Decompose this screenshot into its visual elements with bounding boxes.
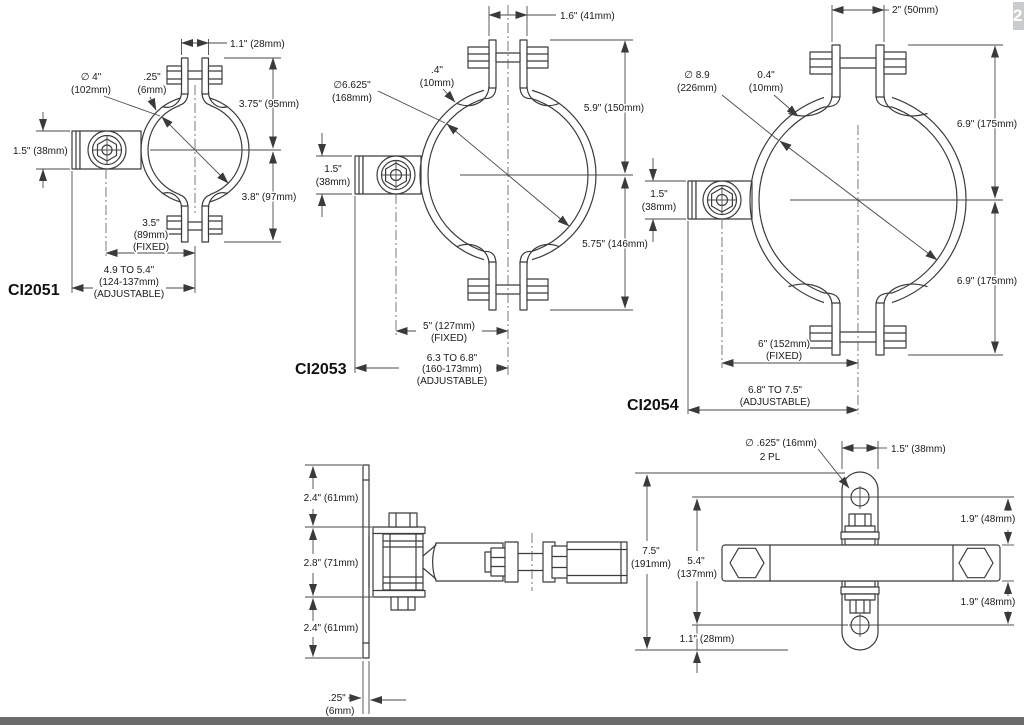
ci2051-dim-adj-3: (ADJUSTABLE) <box>94 289 164 300</box>
ci2054-dim-diameter-2: (226mm) <box>677 83 717 94</box>
corner-badge[interactable]: 2 <box>1013 2 1024 30</box>
front-view: ∅ .625" (16mm) 2 PL 1.5" (38mm) 7.5" (19… <box>629 437 1017 673</box>
ci2051-dim-fixed-2: (89mm) <box>134 230 168 241</box>
front-left-bolt <box>729 547 765 579</box>
front-cross-bar <box>721 544 1001 582</box>
ci2054-view: 2" (50mm) ∅ 8.9 (226mm) 0.4" (10mm) 6.9"… <box>626 4 1019 416</box>
ci2053-dim-thickness-1: .4" <box>431 65 443 76</box>
ci2051-dim-top-width: 1.1" (28mm) <box>230 39 285 50</box>
ci2051-part-label: CI2051 <box>8 282 60 299</box>
ci2054-part-label: CI2054 <box>627 397 679 414</box>
ci2051-dim-fixed-3: (FIXED) <box>133 242 169 253</box>
ci2053-dim-lower-height: 5.75" (146mm) <box>582 239 648 250</box>
ci2054-dim-hub-2: (38mm) <box>642 202 676 213</box>
side-dim-bottom-offset: 2.4" (61mm) <box>304 623 359 634</box>
ci2053-dim-hub-1: 1.5" <box>324 164 342 175</box>
ci2053-dim-hub-2: (38mm) <box>316 177 350 188</box>
ci2054-dim-hub-1: 1.5" <box>650 189 668 200</box>
ci2051-hub-boss <box>87 130 127 170</box>
side-wall-plate <box>362 464 370 659</box>
ci2051-dim-lower-height: 3.8" (97mm) <box>242 192 297 203</box>
ci2051-dimensions: 1.1" (28mm) ∅ 4" (102mm) .25" (6mm) 3.75… <box>12 38 301 302</box>
ci2051-dim-upper-height: 3.75" (95mm) <box>239 99 299 110</box>
ci2053-dim-diameter-1: ∅6.625" <box>333 80 371 91</box>
side-view: 2.4" (61mm) 2.8" (71mm) 2.4" (61mm) .25"… <box>302 464 628 717</box>
ci2053-part-label: CI2053 <box>295 361 347 378</box>
front-dim-spacing-1: 5.4" <box>687 556 705 567</box>
side-hinge-bracket <box>368 512 426 611</box>
ci2051-view: 1.1" (28mm) ∅ 4" (102mm) .25" (6mm) 3.75… <box>7 38 301 302</box>
ci2054-dim-fixed-2: (FIXED) <box>766 351 802 362</box>
ci2054-dim-lower-height: 6.9" (175mm) <box>957 276 1017 287</box>
ci2051-dim-adj-2: (124-137mm) <box>99 277 159 288</box>
front-right-bolt <box>958 547 994 579</box>
ci2051-dim-thickness-1: .25" <box>143 72 161 83</box>
bottom-bar <box>0 717 1024 725</box>
ci2051-dim-hub-height: 1.5" (38mm) <box>13 146 68 157</box>
ci2053-dim-upper-height: 5.9" (150mm) <box>584 103 644 114</box>
ci2051-top-bolt <box>166 65 223 85</box>
ci2053-dim-diameter-2: (168mm) <box>332 93 372 104</box>
front-dim-strap-width: 1.5" (38mm) <box>891 444 946 455</box>
front-bolt-stack <box>840 513 880 614</box>
front-dim-hole-2: 2 PL <box>760 452 781 463</box>
ci2051-bottom-bolt <box>166 215 223 235</box>
ci2054-top-bolt <box>809 51 907 75</box>
front-dim-hole-1: ∅ .625" (16mm) <box>745 438 817 449</box>
ci2053-dim-fixed-2: (FIXED) <box>431 333 467 344</box>
ci2054-dimensions: 2" (50mm) ∅ 8.9 (226mm) 0.4" (10mm) 6.9"… <box>640 4 1019 414</box>
ci2053-dim-adj-2: (160-173mm) <box>422 364 482 375</box>
side-arm-assembly <box>422 533 628 591</box>
side-dim-top-offset: 2.4" (61mm) <box>304 493 359 504</box>
ci2054-dim-adj-1: 6.8" TO 7.5" <box>748 385 802 396</box>
ci2051-dim-diameter-1: ∅ 4" <box>81 72 102 83</box>
ci2051-dim-adj-1: 4.9 TO 5.4" <box>104 265 155 276</box>
front-dimensions: ∅ .625" (16mm) 2 PL 1.5" (38mm) 7.5" (19… <box>629 437 1017 673</box>
ci2053-dim-thickness-2: (10mm) <box>420 78 454 89</box>
side-dim-thickness-2: (6mm) <box>326 706 355 717</box>
ci2053-hub-boss <box>376 155 416 195</box>
ci2053-dimensions: 1.6" (41mm) ∅6.625" (168mm) .4" (10mm) 5… <box>314 6 649 389</box>
ci2051-dim-diameter-2: (102mm) <box>71 85 111 96</box>
front-dim-height-2: (191mm) <box>631 559 671 570</box>
ci2053-top-bolt <box>467 46 549 69</box>
ci2053-dim-adj-1: 6.3 TO 6.8" <box>427 353 478 364</box>
side-dim-thickness-1: .25" <box>328 693 346 704</box>
front-dim-upper-offset: 1.9" (48mm) <box>961 514 1016 525</box>
front-dim-spacing-2: (137mm) <box>677 569 717 580</box>
ci2053-view: 1.6" (41mm) ∅6.625" (168mm) .4" (10mm) 5… <box>294 5 649 389</box>
ci2054-dim-thickness-2: (10mm) <box>749 83 783 94</box>
ci2053-dim-adj-3: (ADJUSTABLE) <box>417 376 487 387</box>
ci2054-dim-upper-height: 6.9" (175mm) <box>957 119 1017 130</box>
ci2054-dim-fixed-1: 6" (152mm) <box>758 339 810 350</box>
side-dim-hinge-height: 2.8" (71mm) <box>304 558 359 569</box>
side-dimensions: 2.4" (61mm) 2.8" (71mm) 2.4" (61mm) .25"… <box>302 464 406 717</box>
front-dim-lower-offset: 1.9" (48mm) <box>961 597 1016 608</box>
ci2054-dim-adj-2: (ADJUSTABLE) <box>740 397 810 408</box>
ci2054-dim-top-width: 2" (50mm) <box>892 5 938 16</box>
corner-badge-glyph: 2 <box>1013 6 1023 25</box>
ci2051-dim-thickness-2: (6mm) <box>138 85 167 96</box>
ci2053-dim-fixed-1: 5" (127mm) <box>423 321 475 332</box>
ci2054-hub-boss <box>702 180 742 220</box>
ci2053-dim-top-width: 1.6" (41mm) <box>560 11 615 22</box>
ci2051-dim-fixed-1: 3.5" <box>142 218 160 229</box>
ci2054-dim-thickness-1: 0.4" <box>757 70 775 81</box>
front-dim-bottom-margin: 1.1" (28mm) <box>680 634 735 645</box>
ci2054-dim-diameter-1: ∅ 8.9 <box>684 70 710 81</box>
front-dim-height-1: 7.5" <box>642 546 660 557</box>
